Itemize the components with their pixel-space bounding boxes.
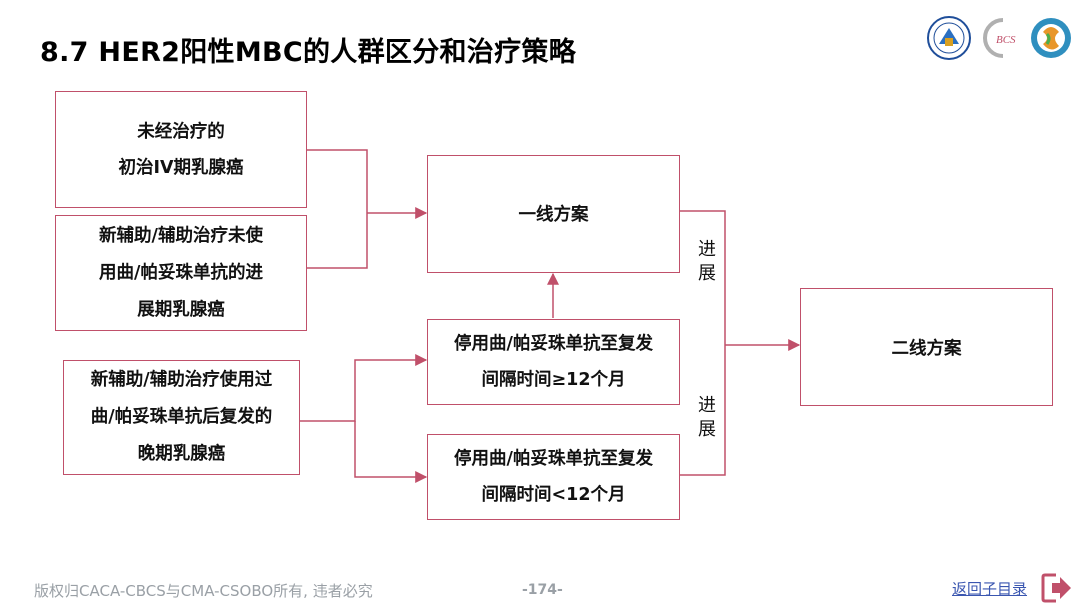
slide-title: 8.7 HER2阳性MBC的人群区分和治疗策略	[40, 37, 577, 68]
box-neo-not-used-line1: 新辅助/辅助治疗未使	[99, 225, 263, 246]
box-second-line-text: 二线方案	[891, 339, 962, 359]
box-lt12-line1: 停用曲/帕妥珠单抗至复发	[454, 449, 653, 469]
connector-lt12-right	[680, 345, 726, 476]
box-untreated-line1: 未经治疗的	[137, 121, 225, 142]
page-number: -174-	[522, 582, 563, 598]
box-neo-not-used: 新辅助/辅助治疗未使用曲/帕妥珠单抗的进展期乳腺癌	[55, 215, 307, 331]
box-ge12-line1: 停用曲/帕妥珠单抗至复发	[454, 334, 653, 354]
bcs-logo-icon: BCS	[983, 18, 1016, 58]
box-neo-used-line2: 曲/帕妥珠单抗后复发的	[90, 407, 273, 427]
connector-untreated	[307, 149, 368, 213]
box-untreated: 未经治疗的初治IV期乳腺癌	[55, 91, 307, 208]
label-progress-top-char2: 展	[698, 263, 716, 284]
box-lt12-line2: 间隔时间<12个月	[481, 485, 626, 505]
copyright-footer: 版权归CACA-CBCS与CMA-CSOBO所有, 违者必究	[34, 582, 373, 600]
label-progress-bottom-char1: 进	[698, 395, 716, 416]
association-logo-icon	[927, 16, 971, 60]
box-interval-ge12: 停用曲/帕妥珠单抗至复发间隔时间≥12个月	[427, 319, 680, 405]
box-first-line: 一线方案	[427, 155, 680, 273]
box-neo-used-line3: 晚期乳腺癌	[137, 444, 226, 464]
back-to-submenu-link[interactable]: 返回子目录	[952, 580, 1028, 598]
connector-neo-used-bottom	[354, 421, 428, 483]
box-untreated-line2: 初治IV期乳腺癌	[118, 157, 244, 178]
bcs-logo-text: BCS	[996, 34, 1016, 46]
logo-group: BCS	[927, 16, 1071, 60]
box-neo-not-used-line3: 展期乳腺癌	[137, 299, 225, 320]
box-ge12-line2: 间隔时间≥12个月	[481, 370, 626, 390]
box-interval-lt12: 停用曲/帕妥珠单抗至复发间隔时间<12个月	[427, 434, 680, 520]
label-progress-bottom-char2: 展	[698, 419, 716, 440]
label-progress-bottom: 进 展	[695, 394, 719, 442]
box-neo-used-line1: 新辅助/辅助治疗使用过	[90, 370, 273, 390]
box-neo-used: 新辅助/辅助治疗使用过曲/帕妥珠单抗后复发的晚期乳腺癌	[63, 360, 300, 475]
label-progress-top: 进 展	[695, 238, 719, 286]
connector-neo-used-top	[300, 354, 428, 422]
csobo-logo-icon	[1031, 18, 1071, 58]
box-first-line-text: 一线方案	[518, 205, 589, 225]
exit-arrow-icon[interactable]	[1040, 572, 1074, 604]
connector-neo-not-used	[307, 213, 368, 269]
box-neo-not-used-line2: 用曲/帕妥珠单抗的进	[99, 262, 263, 283]
connector-first-line-right	[680, 210, 726, 345]
label-progress-top-char1: 进	[698, 239, 716, 260]
box-second-line: 二线方案	[800, 288, 1053, 406]
